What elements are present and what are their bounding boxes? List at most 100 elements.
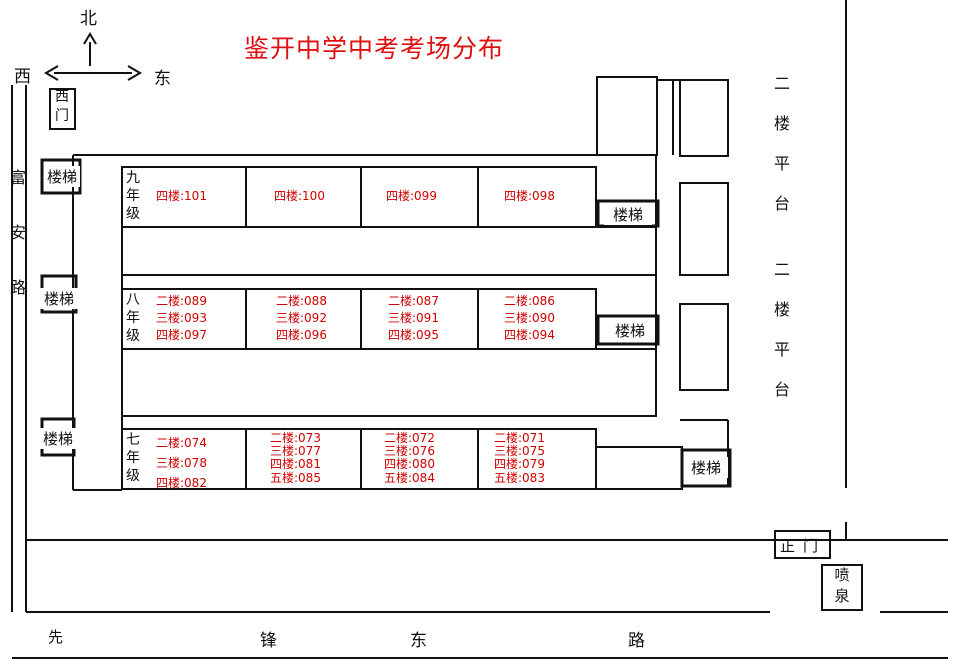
grade9-char-1: 九 bbox=[126, 170, 140, 186]
room-assignment: 四楼:100 bbox=[274, 189, 325, 203]
room-assignment: 四楼:082 bbox=[156, 476, 207, 490]
room-assignment: 五楼:084 bbox=[384, 470, 435, 485]
compass-east-label: 东 bbox=[154, 69, 171, 89]
grade8-char-1: 八 bbox=[126, 292, 140, 308]
room-assignment: 四楼:097 bbox=[156, 328, 207, 342]
room-assignment: 三楼:093 bbox=[156, 311, 207, 325]
main-gate-label: 正门 bbox=[780, 537, 827, 555]
room-assignment: 四楼:080 bbox=[384, 457, 435, 472]
platform-2-char-2: 楼 bbox=[773, 300, 790, 319]
grade8-char-2: 年 bbox=[126, 310, 140, 326]
grade7-annex bbox=[595, 446, 683, 490]
room-assignment: 四楼:099 bbox=[386, 189, 437, 203]
platform-1-char-4: 台 bbox=[773, 194, 790, 213]
platform-2-char-1: 二 bbox=[773, 260, 790, 279]
room-assignment: 三楼:078 bbox=[156, 456, 207, 470]
south-road-char-3: 东 bbox=[410, 631, 427, 651]
compass-arrows bbox=[44, 32, 142, 81]
stairs-west-3: 楼梯 bbox=[40, 428, 76, 449]
east-block-1 bbox=[596, 76, 658, 156]
room-block-grade8-col4: 二楼:086 三楼:090 四楼:094 bbox=[504, 293, 555, 344]
room-assignment: 二楼:089 bbox=[156, 294, 207, 308]
compass-north-label: 北 bbox=[80, 9, 97, 29]
second-floor-platform-2: 二楼平台 bbox=[772, 250, 792, 410]
room-block-grade8-col2: 二楼:088 三楼:092 四楼:096 bbox=[276, 293, 327, 344]
stair-box-east-3 bbox=[680, 448, 732, 488]
room-assignment: 二楼:088 bbox=[276, 294, 327, 308]
room-assignment: 四楼:101 bbox=[156, 189, 207, 203]
room-assignment: 五楼:083 bbox=[494, 470, 545, 485]
grade9-char-2: 年 bbox=[126, 188, 140, 204]
room-assignment: 四楼:094 bbox=[504, 328, 555, 342]
grade9-courtyard bbox=[121, 226, 657, 276]
fountain-label: 喷泉 bbox=[834, 566, 850, 605]
room-assignment: 三楼:075 bbox=[494, 444, 545, 459]
grade7-label: 七年级 bbox=[123, 431, 143, 485]
platform-1-char-1: 二 bbox=[773, 74, 790, 93]
room-assignment: 三楼:090 bbox=[504, 311, 555, 325]
platform-2-char-3: 平 bbox=[773, 340, 790, 359]
platform-2-char-4: 台 bbox=[773, 380, 790, 399]
room-assignment: 三楼:077 bbox=[270, 444, 321, 459]
room-block-grade9-col3: 四楼:099 bbox=[386, 189, 437, 205]
south-road-char-4: 路 bbox=[628, 631, 645, 651]
room-assignment: 四楼:095 bbox=[388, 328, 439, 342]
west-gate-box bbox=[49, 88, 76, 130]
room-assignment: 三楼:076 bbox=[384, 444, 435, 459]
room-block-grade9-col1: 四楼:101 bbox=[156, 189, 207, 205]
stairs-east-1: 楼梯 bbox=[604, 204, 652, 225]
room-block-grade9-col2: 四楼:100 bbox=[274, 189, 325, 205]
grade9-char-3: 级 bbox=[126, 206, 140, 222]
grade7-char-2: 年 bbox=[126, 450, 140, 466]
west-road-char-3: 路 bbox=[9, 278, 26, 297]
second-floor-platform-1: 二楼平台 bbox=[772, 64, 792, 224]
room-assignment: 五楼:085 bbox=[270, 470, 321, 485]
east-block-3 bbox=[679, 182, 729, 276]
room-assignment: 四楼:081 bbox=[270, 457, 321, 472]
room-assignment: 二楼:071 bbox=[494, 431, 545, 445]
room-assignment: 三楼:092 bbox=[276, 311, 327, 325]
platform-1-char-2: 楼 bbox=[773, 114, 790, 133]
map-title: 鉴开中学中考考场分布 bbox=[244, 34, 505, 63]
main-gate-box bbox=[774, 530, 831, 559]
grade7-char-3: 级 bbox=[126, 468, 140, 484]
grade7-char-1: 七 bbox=[126, 432, 140, 448]
grade8-courtyard bbox=[121, 348, 657, 417]
grade8-char-3: 级 bbox=[126, 328, 140, 344]
platform-1-char-3: 平 bbox=[773, 154, 790, 173]
room-block-grade8-col1: 二楼:089 三楼:093 四楼:097 bbox=[156, 293, 207, 344]
compass-west-label: 西 bbox=[14, 67, 31, 87]
room-assignment: 二楼:073 bbox=[270, 431, 321, 445]
west-gate-label: 西门 bbox=[55, 89, 69, 124]
east-block-4 bbox=[679, 303, 729, 391]
room-block-grade8-col3: 二楼:087 三楼:091 四楼:095 bbox=[388, 293, 439, 344]
grade9-label: 九年级 bbox=[123, 169, 143, 223]
stair-box-west-1 bbox=[40, 158, 82, 195]
south-road-char-2: 锋 bbox=[260, 631, 277, 651]
west-road-char-1: 富 bbox=[9, 168, 26, 187]
room-assignment: 二楼:072 bbox=[384, 431, 435, 445]
room-assignment: 四楼:096 bbox=[276, 328, 327, 342]
stair-box-east-2 bbox=[596, 314, 660, 346]
fountain-box bbox=[821, 564, 863, 611]
west-road-label: 富安路 bbox=[8, 150, 28, 315]
stairs-west-1: 楼梯 bbox=[44, 166, 80, 187]
stairs-east-2: 楼梯 bbox=[606, 320, 654, 341]
stair-box-east-1 bbox=[596, 199, 660, 228]
east-block-2 bbox=[679, 79, 729, 157]
room-assignment: 二楼:087 bbox=[388, 294, 439, 308]
west-road-char-2: 安 bbox=[9, 223, 26, 242]
stairs-east-3: 楼梯 bbox=[684, 457, 728, 478]
south-road-char-1: 先 bbox=[48, 628, 64, 646]
room-block-grade9-col4: 四楼:098 bbox=[504, 189, 555, 205]
room-assignment: 二楼:086 bbox=[504, 294, 555, 308]
stairs-west-2: 楼梯 bbox=[40, 288, 78, 309]
grade8-label: 八年级 bbox=[123, 291, 143, 345]
room-assignment: 三楼:091 bbox=[388, 311, 439, 325]
room-assignment: 四楼:079 bbox=[494, 457, 545, 472]
